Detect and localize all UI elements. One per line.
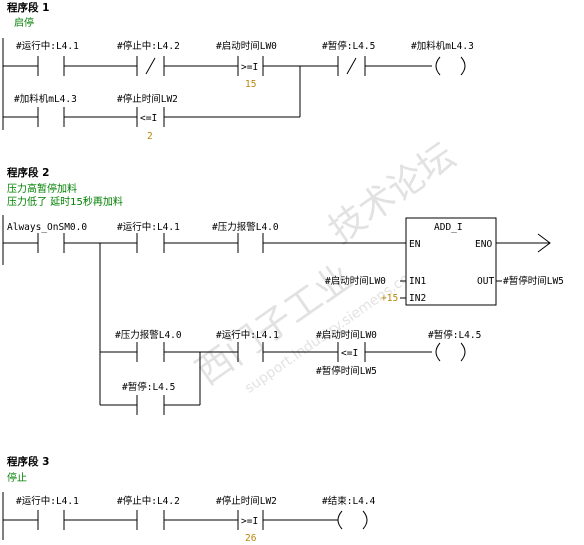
- compare-start-pause-time[interactable]: #启动时间LW0 <=I #暂停时间LW5: [316, 329, 377, 377]
- network-1-comment: 启停: [14, 16, 34, 29]
- svg-text:Always_OnSM0.0: Always_OnSM0.0: [7, 222, 87, 233]
- contact-stopping-2[interactable]: #停止中:L4.2: [117, 495, 180, 530]
- svg-text:<=I: <=I: [140, 113, 157, 124]
- svg-text:#暂停时间LW5: #暂停时间LW5: [316, 365, 377, 377]
- contact-always-on[interactable]: Always_OnSM0.0: [7, 222, 87, 253]
- svg-text:>=I: >=I: [241, 62, 258, 73]
- svg-text:#压力报警L4.0: #压力报警L4.0: [115, 329, 182, 341]
- svg-text:#停止中:L4.2: #停止中:L4.2: [117, 495, 180, 507]
- svg-text:#结束:L4.4: #结束:L4.4: [322, 495, 376, 507]
- coil-pause[interactable]: #暂停:L4.5: [428, 329, 481, 362]
- svg-text:#启动时间LW0: #启动时间LW0: [316, 329, 377, 341]
- out-operand: #暂停时间LW5: [503, 275, 564, 287]
- svg-text:2: 2: [147, 131, 153, 142]
- contact-running-4[interactable]: #运行中:L4.1: [16, 495, 79, 530]
- add-i-eno: ENO: [475, 239, 492, 250]
- contact-feeder-latch[interactable]: #加料机mL4.3: [14, 93, 77, 127]
- contact-pressure-alarm[interactable]: #压力报警L4.0: [212, 221, 279, 253]
- contact-pressure-alarm-2[interactable]: #压力报警L4.0: [115, 329, 182, 362]
- network-3-title: 程序段 3: [7, 455, 49, 468]
- svg-text:#启动时间LW0: #启动时间LW0: [216, 40, 277, 52]
- compare-start-time[interactable]: #启动时间LW0 >=I 15: [216, 40, 277, 90]
- svg-text:15: 15: [245, 79, 256, 90]
- network-2-title: 程序段 2: [7, 166, 49, 179]
- network-1-title: 程序段 1: [7, 1, 49, 14]
- contact-stopping-nc[interactable]: #停止中:L4.2: [117, 40, 180, 76]
- add-i-block[interactable]: ADD_I EN ENO IN1 OUT IN2: [405, 217, 497, 306]
- svg-text:#暂停:L4.5: #暂停:L4.5: [122, 381, 175, 393]
- svg-text:<=I: <=I: [341, 348, 358, 359]
- svg-text:#运行中:L4.1: #运行中:L4.1: [16, 495, 79, 507]
- add-i-out: OUT: [477, 276, 494, 287]
- svg-text:#运行中:L4.1: #运行中:L4.1: [117, 221, 180, 233]
- svg-text:#加料机mL4.3: #加料机mL4.3: [14, 93, 77, 105]
- svg-text:#加料机mL4.3: #加料机mL4.3: [411, 40, 474, 52]
- contact-running-3[interactable]: #运行中:L4.1: [216, 329, 279, 362]
- svg-text:#停止时间LW2: #停止时间LW2: [216, 495, 277, 507]
- contact-pause-nc[interactable]: #暂停:L4.5: [322, 40, 375, 76]
- network-3-comment: 停止: [7, 471, 27, 484]
- svg-text:#暂停:L4.5: #暂停:L4.5: [428, 329, 481, 341]
- svg-text:#运行中:L4.1: #运行中:L4.1: [16, 40, 79, 52]
- in2-constant: +15: [381, 293, 398, 304]
- network-2-comment-1: 压力高暂停加料: [7, 182, 77, 195]
- coil-end[interactable]: #结束:L4.4: [322, 495, 376, 530]
- svg-text:26: 26: [245, 533, 257, 544]
- in1-operand: #启动时间LW0: [325, 275, 386, 287]
- add-i-en: EN: [409, 239, 421, 250]
- compare-stop-time-2[interactable]: #停止时间LW2 >=I 26: [216, 495, 277, 544]
- add-i-in2: IN2: [409, 293, 426, 304]
- contact-pause-latch[interactable]: #暂停:L4.5: [122, 381, 175, 415]
- compare-stop-time[interactable]: #停止时间LW2 <=I 2: [117, 93, 178, 142]
- svg-text:#运行中:L4.1: #运行中:L4.1: [216, 329, 279, 341]
- svg-text:#停止时间LW2: #停止时间LW2: [117, 93, 178, 105]
- add-i-title: ADD_I: [434, 222, 463, 233]
- svg-text:>=I: >=I: [241, 516, 258, 527]
- svg-text:#停止中:L4.2: #停止中:L4.2: [117, 40, 180, 52]
- coil-feeder[interactable]: #加料机mL4.3: [411, 40, 474, 76]
- contact-running-2[interactable]: #运行中:L4.1: [117, 221, 180, 253]
- svg-text:#压力报警L4.0: #压力报警L4.0: [212, 221, 279, 233]
- eno-arrow: [537, 233, 551, 253]
- add-i-in1: IN1: [409, 276, 426, 287]
- network-2-comment-2: 压力低了 延时15秒再加料: [7, 195, 123, 208]
- contact-running[interactable]: #运行中:L4.1: [16, 40, 79, 76]
- svg-text:#暂停:L4.5: #暂停:L4.5: [322, 40, 375, 52]
